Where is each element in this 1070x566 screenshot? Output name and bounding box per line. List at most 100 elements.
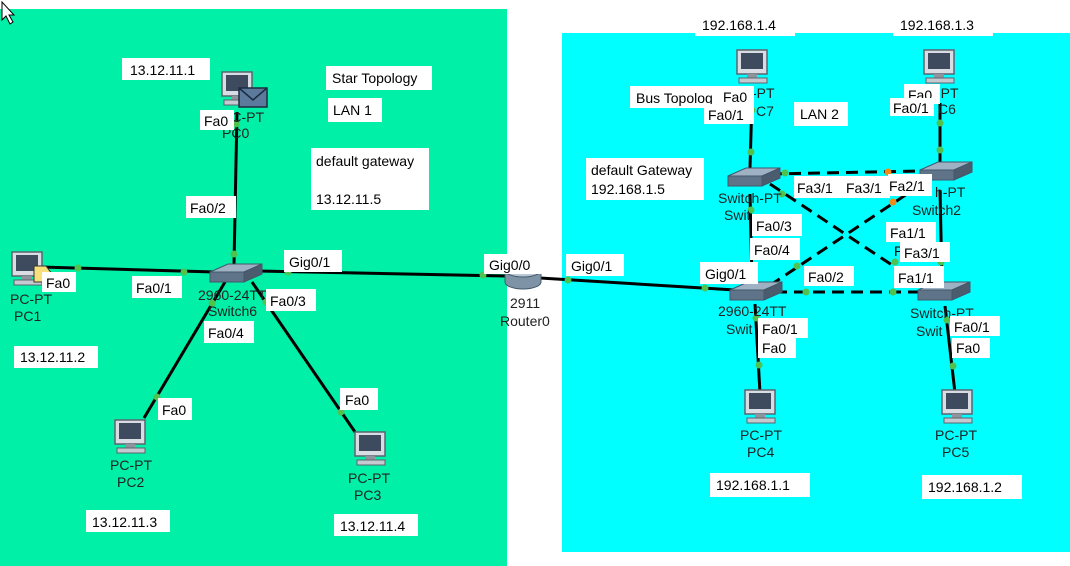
port-indicator xyxy=(74,264,82,272)
link-switch-tl-switch-tr xyxy=(769,169,921,176)
pc3-device[interactable] xyxy=(354,431,386,466)
pc1-model-label: PC-PT xyxy=(10,291,52,307)
email-envelope-icon xyxy=(238,87,268,108)
port-indicator xyxy=(180,268,188,276)
port-label-switch-bl-fa01: Fa0/1 xyxy=(762,321,798,337)
pc5-name-label: PC5 xyxy=(942,444,969,460)
pc6-model-label: -PT xyxy=(936,85,959,101)
port-indicator xyxy=(778,190,786,198)
pc5-model-label: PC-PT xyxy=(935,427,977,443)
port-label-pc3-fa0: Fa0 xyxy=(345,392,369,408)
pc5-device[interactable] xyxy=(941,389,973,424)
pc3-model-label: PC-PT xyxy=(348,470,390,486)
port-indicator xyxy=(793,262,801,270)
pc5-ip-label: 192.168.1.2 xyxy=(928,479,1002,495)
port-label-switch-br-fa31: Fa3/1 xyxy=(904,245,940,261)
switch6-device[interactable] xyxy=(209,263,263,283)
port-indicator xyxy=(752,314,760,322)
port-label-switch-tr-fa31: Fa3/1 xyxy=(846,180,882,196)
pc3-ip-label: 13.12.11.4 xyxy=(340,518,405,534)
port-indicator xyxy=(936,146,944,154)
port-indicator xyxy=(232,120,240,128)
port-label-pc7-fa0: Fa0 xyxy=(723,89,747,105)
port-indicator xyxy=(208,299,216,307)
lan1-title-label: Star Topology xyxy=(332,70,417,86)
port-indicator xyxy=(891,258,899,266)
port-indicator xyxy=(230,250,238,258)
switch-bl-name-label: Swit xyxy=(726,321,753,337)
port-indicator xyxy=(889,288,897,296)
link-switch-tr-switch-bl xyxy=(771,182,923,286)
pc7-name-label: C7 xyxy=(756,103,774,119)
port-label-switch6-fa01: Fa0/1 xyxy=(136,280,172,296)
pc6-ip-label: 192.168.1.3 xyxy=(900,17,974,33)
port-label-pc4-fa0: Fa0 xyxy=(762,340,786,356)
pc6-device[interactable] xyxy=(923,49,955,84)
pc1-ip-label: 13.12.11.2 xyxy=(20,349,85,365)
notes: 13.12.11.1 Star Topology LAN 1 default g… xyxy=(14,14,1022,536)
port-indicator xyxy=(802,288,810,296)
device-labels: PC-PT PC0 PC-PT PC1 PC-PT PC2 PC-PT PC3 … xyxy=(10,85,977,503)
pc2-device[interactable] xyxy=(114,419,146,454)
pc3-name-label: PC3 xyxy=(354,487,381,503)
lan2-gateway-ip: 192.168.1.5 xyxy=(591,181,665,197)
port-label-router0-gig00: Gig0/0 xyxy=(489,257,530,273)
pc0-device[interactable] xyxy=(221,71,268,108)
port-labels: Fa0 Fa0/2 Fa0 Fa0/1 Gig0/1 Fa0/3 Fa0/4 F… xyxy=(42,84,1000,420)
switch-tl-name-label: Swit xyxy=(724,207,751,223)
pc4-device[interactable] xyxy=(744,389,776,424)
port-indicators xyxy=(74,106,957,416)
switch-tr-name-label: Switch2 xyxy=(912,202,961,218)
switch-tl-model-label: Switch-PT xyxy=(718,190,782,206)
switch6-model-label: 2960-24TT xyxy=(198,287,267,303)
port-indicator xyxy=(747,148,755,156)
switch6-name-label: Switch6 xyxy=(208,303,257,319)
pc7-device[interactable] xyxy=(736,49,768,84)
pc4-ip-label: 192.168.1.1 xyxy=(716,477,790,493)
port-label-switch6-gig01: Gig0/1 xyxy=(289,254,330,270)
port-label-pc5-fa0: Fa0 xyxy=(956,340,980,356)
port-label-switch-tr-fa21: Fa2/1 xyxy=(889,178,925,194)
port-label-switch-tl-fa03: Fa0/3 xyxy=(756,218,792,234)
port-label-switch-tr-fa11: Fa1/1 xyxy=(890,225,926,241)
port-indicator xyxy=(747,206,755,214)
port-label-switch-bl-fa02: Fa0/2 xyxy=(808,269,844,285)
port-label-switch-tl-fa31: Fa3/1 xyxy=(797,180,833,196)
pc7-model-label: -PT xyxy=(752,85,775,101)
lan1-gateway-ip: 13.12.11.5 xyxy=(316,191,381,207)
pc2-ip-label: 13.12.11.3 xyxy=(92,514,157,530)
port-label-pc2-fa0: Fa0 xyxy=(162,402,186,418)
port-label-pc1-fa0: Fa0 xyxy=(46,275,70,291)
switch-bl-device[interactable] xyxy=(729,281,783,301)
switch-bl-model-label: 2960-24TT xyxy=(718,303,787,319)
pc1-name-label: PC1 xyxy=(14,308,41,324)
switch-tr-model-label: h-PT xyxy=(935,184,966,200)
port-indicator xyxy=(884,168,892,176)
pc4-model-label: PC-PT xyxy=(740,427,782,443)
port-label-switch-br-fa11: Fa1/1 xyxy=(898,270,934,286)
lan2-title-label: Bus Topolog xyxy=(636,90,713,106)
port-label-switch-tl-fa04: Fa0/4 xyxy=(754,242,790,258)
port-label-switch6-fa02: Fa0/2 xyxy=(190,200,226,216)
pc7-ip-label: 192.168.1.4 xyxy=(702,17,776,33)
switch-tl-device[interactable] xyxy=(727,167,781,187)
lan2-gateway-label: default Gateway xyxy=(591,162,692,178)
pc2-model-label: PC-PT xyxy=(110,457,152,473)
port-indicator xyxy=(943,316,951,324)
link-pc0-switch6 xyxy=(232,111,239,265)
port-indicator xyxy=(755,361,763,369)
port-label-stray-p: P xyxy=(894,243,903,259)
port-label-router0-gig01: Gig0/1 xyxy=(571,258,612,274)
port-indicator xyxy=(949,362,957,370)
router0-model-label: 2911 xyxy=(510,295,540,311)
pc0-ip-label: 13.12.11.1 xyxy=(130,62,195,78)
port-label-switch6-fa03: Fa0/3 xyxy=(270,293,306,309)
pc4-name-label: PC4 xyxy=(747,444,774,460)
port-label-switch-tr-fa01: Fa0/1 xyxy=(893,100,929,116)
pc2-name-label: PC2 xyxy=(117,474,144,490)
pc6-name-label: C6 xyxy=(938,101,956,117)
switch-br-name-label: Swit xyxy=(916,323,943,339)
port-label-switch-br-fa01: Fa0/1 xyxy=(954,319,990,335)
router0-name-label: Router0 xyxy=(500,313,550,329)
